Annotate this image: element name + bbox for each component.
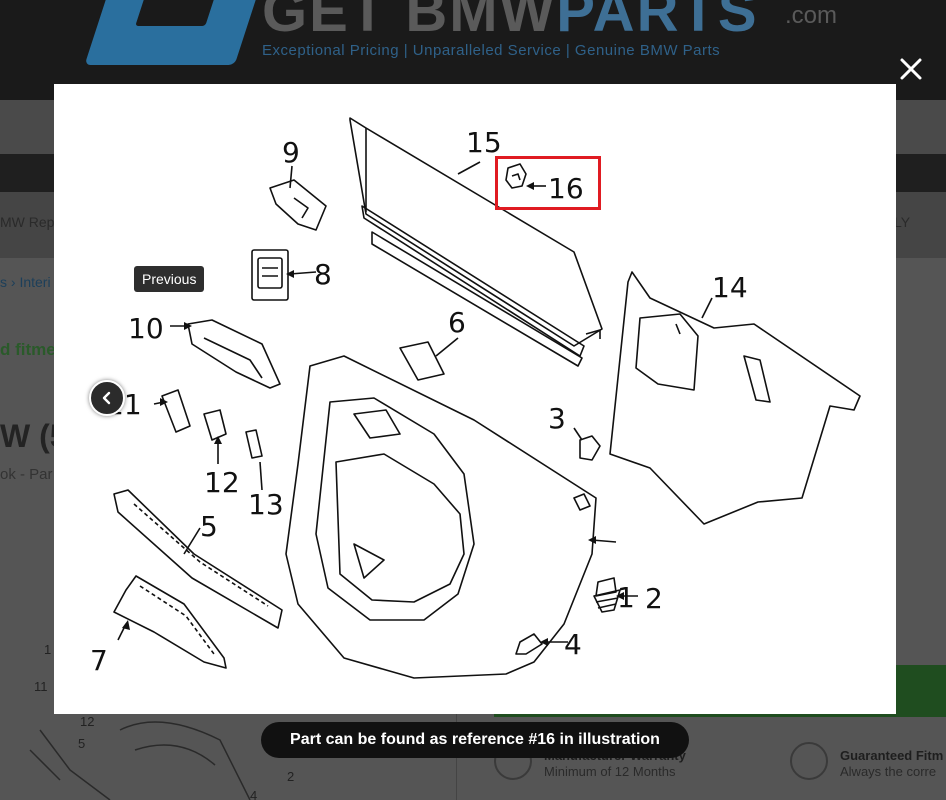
- part-1-drawing: [285, 355, 597, 679]
- part-3-drawing: [579, 435, 601, 461]
- reference-number-15: 15: [466, 126, 502, 159]
- part-9-drawing: [269, 179, 327, 231]
- reference-number-5: 5: [200, 510, 218, 543]
- reference-number-7: 7: [90, 644, 108, 677]
- previous-button[interactable]: [89, 380, 125, 416]
- leader-arrows: [117, 161, 713, 646]
- reference-number-10: 10: [128, 312, 164, 345]
- reference-number-13: 13: [248, 488, 284, 521]
- part-14-drawing: [609, 271, 861, 525]
- part-11-drawing: [161, 389, 191, 433]
- illustration-modal: 1 2 3 4 5 6 7 8 9 10 11 12 13 14 15 16: [54, 84, 896, 714]
- part-4-drawing: [515, 633, 543, 655]
- thumb-label-11: 11: [34, 679, 48, 694]
- part-8-drawing: [251, 249, 289, 301]
- thumb-label-2: 2: [287, 769, 294, 784]
- thumb-label-5: 5: [78, 736, 85, 751]
- reference-number-3: 3: [548, 402, 566, 435]
- breadcrumb[interactable]: s › Interi: [0, 274, 51, 290]
- reference-number-8: 8: [314, 258, 332, 291]
- reference-number-2: 2: [645, 582, 663, 615]
- part-15-drawing: [349, 117, 603, 367]
- fitment-icon: [790, 742, 828, 780]
- logo-text-parts: PARTS: [556, 0, 759, 44]
- fitment-notice: d fitme: [0, 340, 56, 359]
- fitment-title: Guaranteed Fitm: [840, 748, 944, 763]
- fitment-text: Always the corre: [840, 764, 937, 779]
- reference-number-12: 12: [204, 466, 240, 499]
- chevron-left-icon: [102, 391, 111, 405]
- reference-number-9: 9: [282, 136, 300, 169]
- illustration-caption: Part can be found as reference #16 in il…: [261, 722, 689, 758]
- part-16-drawing: [505, 163, 527, 189]
- page-subtitle: ok - Par: [0, 466, 53, 483]
- previous-tooltip: Previous: [134, 266, 205, 292]
- reference-number-16: 16: [548, 172, 584, 205]
- reference-number-6: 6: [448, 306, 466, 339]
- part-6-drawing: [399, 341, 445, 381]
- part-10-drawing: [187, 319, 281, 389]
- part-2-drawing: [593, 577, 621, 613]
- site-tagline: Exceptional Pricing | Unparalleled Servi…: [262, 42, 721, 59]
- nav-item-repair[interactable]: MW Rep: [0, 214, 55, 230]
- part-12-drawing: [203, 409, 227, 441]
- site-logo[interactable]: GET BMWPARTS: [262, 0, 759, 45]
- close-icon: [900, 58, 922, 80]
- part-7-drawing: [113, 575, 227, 669]
- reference-number-4: 4: [564, 628, 582, 661]
- thumbnail-diagram: 1 11 12 5 2 4: [29, 642, 294, 800]
- parts-illustration: 1 2 3 4 5 6 7 8 9 10 11 12 13 14 15 16: [90, 117, 861, 679]
- site-logo-icon: [84, 0, 266, 65]
- reference-number-14: 14: [712, 271, 748, 304]
- close-button[interactable]: [894, 52, 928, 86]
- reference-number-1: 1: [617, 581, 635, 614]
- warranty-text: Minimum of 12 Months: [544, 764, 676, 779]
- thumb-label-4: 4: [250, 788, 257, 800]
- logo-text-main: GET BMW: [262, 0, 557, 44]
- part-13-drawing: [245, 429, 263, 459]
- site-header: GET BMWPARTS .com Exceptional Pricing | …: [0, 0, 946, 100]
- thumb-label-1: 1: [44, 642, 51, 657]
- thumb-label-12: 12: [80, 714, 94, 729]
- nav-item-right[interactable]: LY: [894, 214, 911, 230]
- logo-domain: .com: [785, 2, 838, 29]
- part-5-drawing: [113, 489, 283, 629]
- reference-highlight-box: [495, 156, 601, 210]
